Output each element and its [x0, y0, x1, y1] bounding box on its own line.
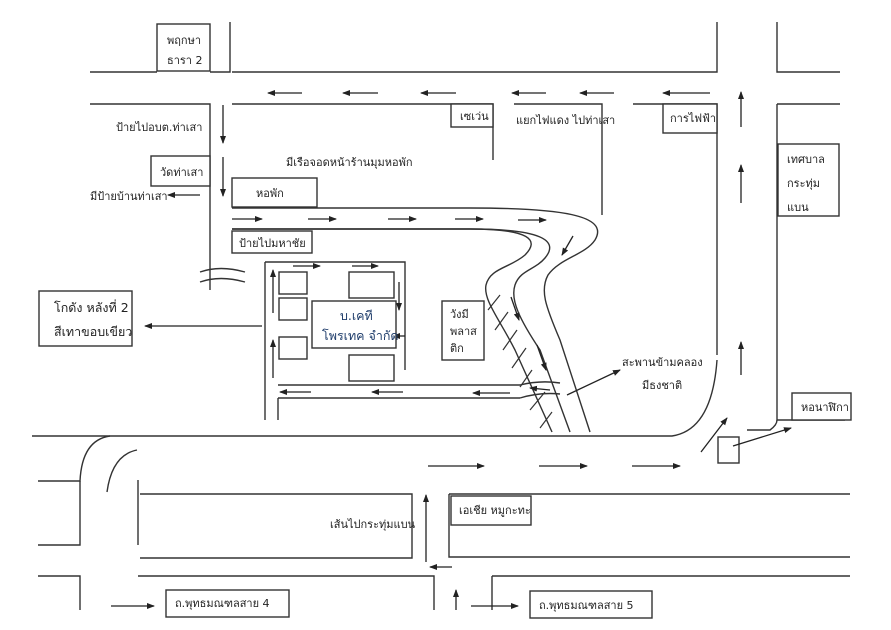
- arrow-to-clock-tower: [732, 427, 792, 447]
- label-municipality-3: แบน: [787, 201, 809, 214]
- warehouse-2: โกดัง หลังที่ 2 สีเทาขอบเขียว: [38, 290, 133, 347]
- arrow-southwest: [561, 235, 574, 256]
- clock-tower-marker: [717, 436, 740, 464]
- label-plastic-3: ติก: [450, 342, 464, 355]
- arrow-south: [510, 296, 520, 321]
- label-sign-village: มีป้ายบ้านท่าเสา: [90, 190, 168, 203]
- label-boat-parking: มีเรือจอดหน้าร้านมุมหอพัก: [286, 156, 413, 169]
- label-company-1: บ.เคที: [340, 308, 373, 323]
- arrow-south: [536, 344, 547, 371]
- road-sign-4: ถ.พุทธมณฑลสาย 4: [165, 589, 290, 618]
- label-dormitory: หอพัก: [256, 187, 284, 200]
- company-compound: [264, 261, 561, 420]
- label-road5: ถ.พุทธมณฑลสาย 5: [539, 599, 634, 612]
- label-traffic-light: แยกไฟแดง ไปท่าเสา: [516, 114, 615, 127]
- compound-arrows: [144, 263, 551, 396]
- curved-road: [232, 207, 599, 433]
- label-asia-mookata: เอเชีย หมูกะทะ: [459, 504, 531, 517]
- label-sign-tambon: ป้ายไปอบต.ท่าเสา: [116, 121, 202, 134]
- label-clock-tower: หอนาฬิกา: [801, 401, 849, 414]
- label-plastic-2: พลาส: [450, 325, 477, 338]
- arrow-to-bridge-label: [566, 369, 621, 396]
- company-ktprotech: บ.เคที โพรเทค จำกัด: [311, 300, 399, 349]
- landmark-dormitory: หอพัก: [231, 177, 318, 208]
- landmark-electricity: การไฟฟ้า: [662, 103, 718, 134]
- label-warehouse-2: สีเทาขอบเขียว: [54, 324, 132, 339]
- arrow-northeast: [700, 417, 728, 453]
- label-company-2: โพรเทค จำกัด: [322, 328, 399, 343]
- label-bridge-2: มีธงชาติ: [642, 379, 682, 392]
- landmark-plastic-factory: วังมี พลาส ติก: [441, 300, 485, 361]
- road-sign-5: ถ.พุทธมณฑลสาย 5: [529, 590, 653, 619]
- label-route-krathumbaen: เส้นไปกระทุ่มแบน: [330, 518, 416, 531]
- label-seven-eleven: เซเว่น: [460, 110, 489, 123]
- label-municipality-1: เทศบาล: [787, 153, 825, 166]
- label-municipality-2: กระทุ่ม: [787, 177, 820, 190]
- main-road-arrows: [111, 417, 728, 610]
- landmark-wat-thasao: วัดท่าเสา: [150, 155, 211, 187]
- landmark-pruksa: พฤกษา ธารา 2: [156, 23, 211, 72]
- landmark-seven-eleven: เซเว่น: [450, 103, 494, 128]
- label-warehouse-1: โกดัง หลังที่ 2: [54, 299, 129, 315]
- arrow-west: [529, 385, 551, 392]
- label-pruksa-2: ธารา 2: [167, 54, 202, 67]
- main-road: [32, 359, 850, 610]
- landmark-asia-mookata: เอเชีย หมูกะทะ: [450, 495, 532, 526]
- label-pruksa-1: พฤกษา: [167, 34, 201, 47]
- label-plastic-1: วังมี: [450, 308, 469, 321]
- label-road4: ถ.พุทธมณฑลสาย 4: [175, 597, 270, 610]
- label-bridge-1: สะพานข้ามคลอง: [622, 356, 703, 369]
- label-wat-thasao: วัดท่าเสา: [160, 166, 203, 179]
- landmark-municipality: เทศบาล กระทุ่ม แบน: [777, 143, 840, 217]
- label-sign-mahachai: ป้ายไปมหาชัย: [239, 237, 306, 250]
- canal-bridge-left: [199, 267, 246, 283]
- landmark-clock-tower: หอนาฬิกา: [791, 392, 852, 421]
- curved-road-arrows: [232, 216, 574, 371]
- landmark-sign-mahachai: ป้ายไปมหาชัย: [231, 230, 313, 254]
- label-electricity: การไฟฟ้า: [670, 112, 716, 125]
